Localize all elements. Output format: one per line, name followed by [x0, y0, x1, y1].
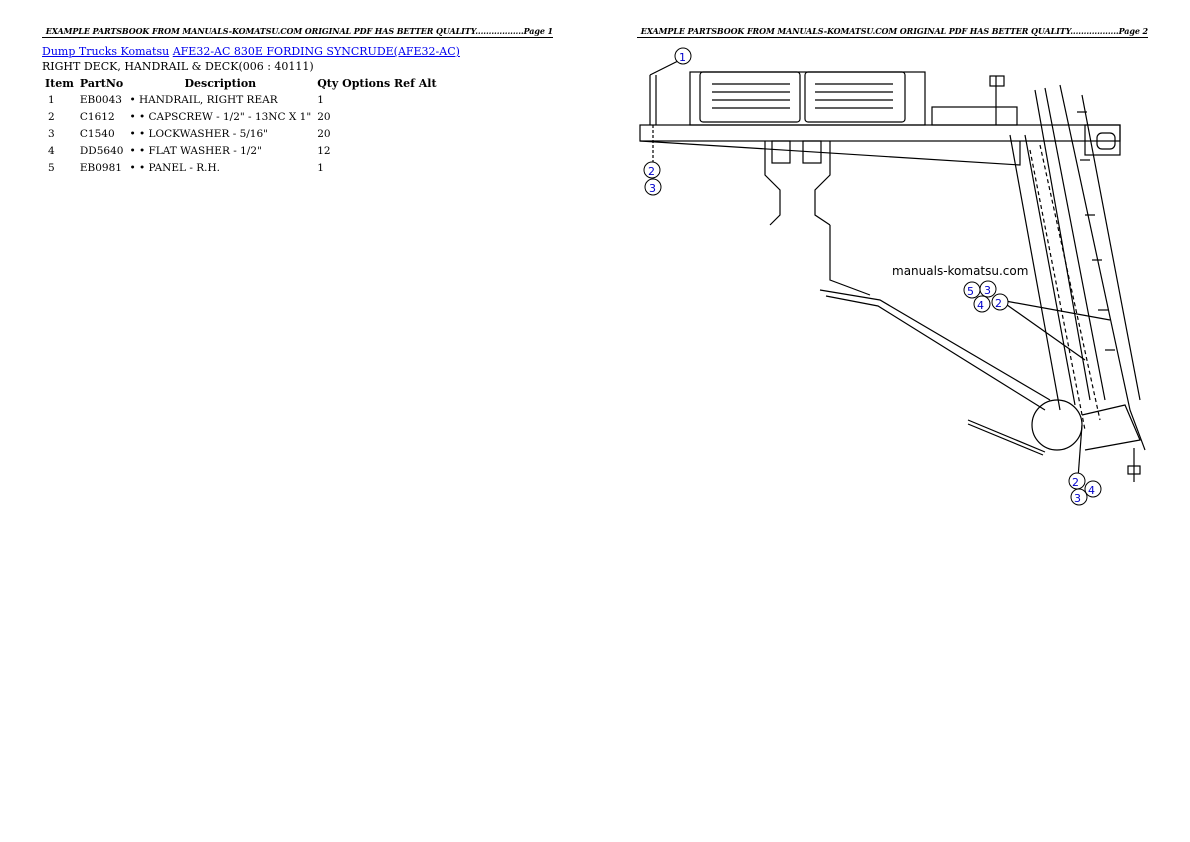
callout-3: 3	[644, 178, 662, 196]
cell-item: 1	[48, 93, 55, 106]
deck-drawing	[639, 59, 1146, 482]
breadcrumb-link-dump-trucks[interactable]: Dump Trucks Komatsu	[42, 45, 170, 58]
page-title: RIGHT DECK, HANDRAIL & DECK(006 : 40111)	[42, 60, 314, 73]
table-row: 4 DD5640 • • FLAT WASHER - 1/2" 12	[42, 142, 440, 159]
cell-qty: 1	[317, 93, 324, 106]
svg-text:3: 3	[649, 182, 656, 195]
col-header-item: Item	[45, 77, 74, 90]
cell-item: 5	[48, 161, 55, 174]
col-header-partno: PartNo	[79, 77, 124, 90]
callout-1: 1	[674, 47, 692, 65]
cell-partno: DD5640	[79, 144, 124, 157]
col-header-qty-options-ref-alt: Qty Options Ref Alt	[317, 77, 437, 90]
callout-2c: 2	[1068, 472, 1086, 490]
cell-item: 2	[48, 110, 55, 123]
svg-text:5: 5	[967, 285, 974, 298]
svg-text:3: 3	[1074, 492, 1081, 505]
callout-4: 4	[973, 295, 991, 313]
svg-text:2: 2	[1072, 476, 1079, 489]
page-header-2: EXAMPLE PARTSBOOK FROM MANUALS-KOMATSU.C…	[637, 26, 1148, 38]
parts-table: Item PartNo Description Qty Options Ref …	[42, 76, 440, 176]
svg-text:1: 1	[679, 51, 686, 64]
table-row: 1 EB0043 • HANDRAIL, RIGHT REAR 1	[42, 91, 440, 108]
callout-3b: 3	[979, 280, 997, 298]
cell-qty: 1	[317, 161, 324, 174]
cell-description: • HANDRAIL, RIGHT REAR	[129, 93, 278, 106]
svg-text:4: 4	[1088, 484, 1095, 497]
svg-text:2: 2	[995, 297, 1002, 310]
callout-5: 5	[963, 281, 981, 299]
cell-item: 4	[48, 144, 55, 157]
cell-description: • • PANEL - R.H.	[129, 161, 220, 174]
cell-qty: 20	[317, 110, 331, 123]
breadcrumb: Dump Trucks Komatsu AFE32-AC 830E FORDIN…	[42, 45, 460, 58]
table-header-row: Item PartNo Description Qty Options Ref …	[42, 76, 440, 91]
cell-qty: 12	[317, 144, 331, 157]
callout-2: 2	[643, 161, 661, 179]
parts-diagram: 1 2 3 5 3 4 2 2 4 3	[639, 47, 1146, 506]
cell-partno: C1612	[79, 110, 115, 123]
cell-item: 3	[48, 127, 55, 140]
cell-partno: C1540	[79, 127, 115, 140]
table-row: 3 C1540 • • LOCKWASHER - 5/16" 20	[42, 125, 440, 142]
table-row: 5 EB0981 • • PANEL - R.H. 1	[42, 159, 440, 176]
callout-2b: 2	[991, 293, 1009, 311]
page-header-1: EXAMPLE PARTSBOOK FROM MANUALS-KOMATSU.C…	[42, 26, 553, 38]
svg-text:2: 2	[648, 165, 655, 178]
svg-text:4: 4	[977, 299, 984, 312]
cell-description: • • CAPSCREW - 1/2" - 13NC X 1"	[129, 110, 312, 123]
cell-partno: EB0981	[79, 161, 122, 174]
cell-partno: EB0043	[79, 93, 122, 106]
callout-3c: 3	[1070, 488, 1088, 506]
table-row: 2 C1612 • • CAPSCREW - 1/2" - 13NC X 1" …	[42, 108, 440, 125]
callout-4b: 4	[1084, 480, 1102, 498]
svg-text:3: 3	[984, 284, 991, 297]
col-header-description: Description	[184, 77, 257, 90]
breadcrumb-link-model[interactable]: AFE32-AC 830E FORDING SYNCRUDE(AFE32-AC)	[172, 45, 460, 58]
watermark: manuals-komatsu.com	[892, 264, 1029, 278]
cell-description: • • LOCKWASHER - 5/16"	[129, 127, 268, 140]
cell-qty: 20	[317, 127, 331, 140]
cell-description: • • FLAT WASHER - 1/2"	[129, 144, 262, 157]
callouts: 1 2 3 5 3 4 2 2 4 3	[643, 47, 1102, 506]
